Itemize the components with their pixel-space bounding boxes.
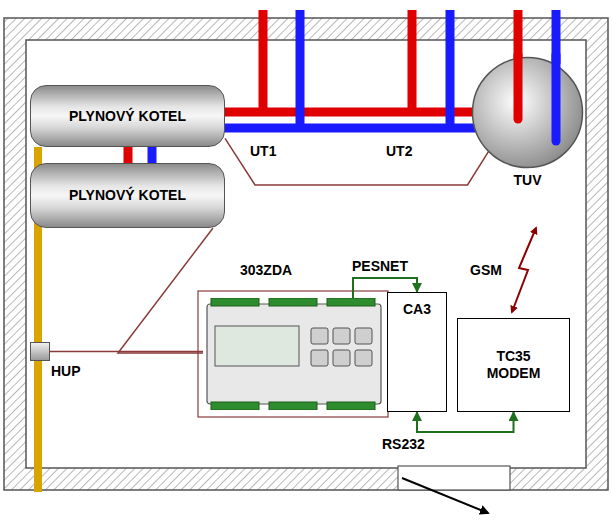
- terminal-block: [269, 402, 317, 410]
- controller-drawing: [203, 298, 385, 410]
- controller: 303ZDA: [203, 262, 385, 412]
- boiler-link-pipe: [124, 145, 133, 165]
- button: [333, 350, 350, 366]
- hot-water-pipe: [514, 55, 523, 119]
- terminal-block: [211, 402, 259, 410]
- supply-riser: [263, 10, 412, 116]
- room-floor: [26, 40, 586, 468]
- button: [355, 350, 372, 366]
- control-wire: [118, 228, 213, 353]
- valve-body: [30, 342, 50, 361]
- control-wire: [50, 351, 203, 353]
- tank-drawing: [470, 55, 585, 170]
- display: [215, 326, 299, 366]
- return-riser: [300, 10, 450, 132]
- node-label: TUV: [470, 172, 585, 189]
- bus-label: PESNET: [350, 258, 410, 275]
- terminal-block: [211, 298, 259, 306]
- node-label: PLYNOVÝ KOTEL: [69, 108, 186, 125]
- boiler-link-pipe: [148, 145, 157, 165]
- button: [333, 328, 350, 344]
- terminal-block: [327, 402, 375, 410]
- terminal-block: [327, 298, 375, 306]
- door-opening: [398, 466, 510, 490]
- node-label: 303ZDA: [240, 262, 292, 279]
- pipe-circuit-label: UT1: [248, 143, 278, 160]
- node-label: HUP: [51, 363, 81, 380]
- node-label: CA3: [388, 301, 446, 318]
- button: [311, 350, 328, 366]
- wall: [4, 18, 608, 490]
- return-pipe: [220, 124, 480, 133]
- communication-module: CA3: [387, 292, 447, 412]
- controller-wiring: [198, 291, 388, 417]
- node-label: TC35 MODEM: [483, 348, 545, 382]
- gas-boiler: PLYNOVÝ KOTEL: [30, 85, 225, 147]
- gas-boiler: PLYNOVÝ KOTEL: [30, 163, 225, 228]
- button: [311, 328, 328, 344]
- cold-water-pipe: [552, 55, 561, 141]
- tank-body: [473, 58, 583, 168]
- pipe-circuit-label: UT2: [384, 143, 414, 160]
- signal-label: GSM: [468, 262, 504, 279]
- door-leaf: [402, 478, 488, 513]
- gas-valve: HUP: [29, 341, 91, 383]
- terminal-block: [269, 298, 317, 306]
- gsm-modem: TC35 MODEM: [457, 318, 570, 412]
- controller-body: [207, 304, 381, 404]
- button: [355, 328, 372, 344]
- gsm-signal: [512, 228, 536, 312]
- control-wire: [225, 138, 489, 185]
- hot-water-tank: TUV: [470, 55, 585, 205]
- bus-label: RS232: [380, 436, 427, 453]
- signal-connector: [417, 412, 514, 432]
- node-label: PLYNOVÝ KOTEL: [69, 187, 186, 204]
